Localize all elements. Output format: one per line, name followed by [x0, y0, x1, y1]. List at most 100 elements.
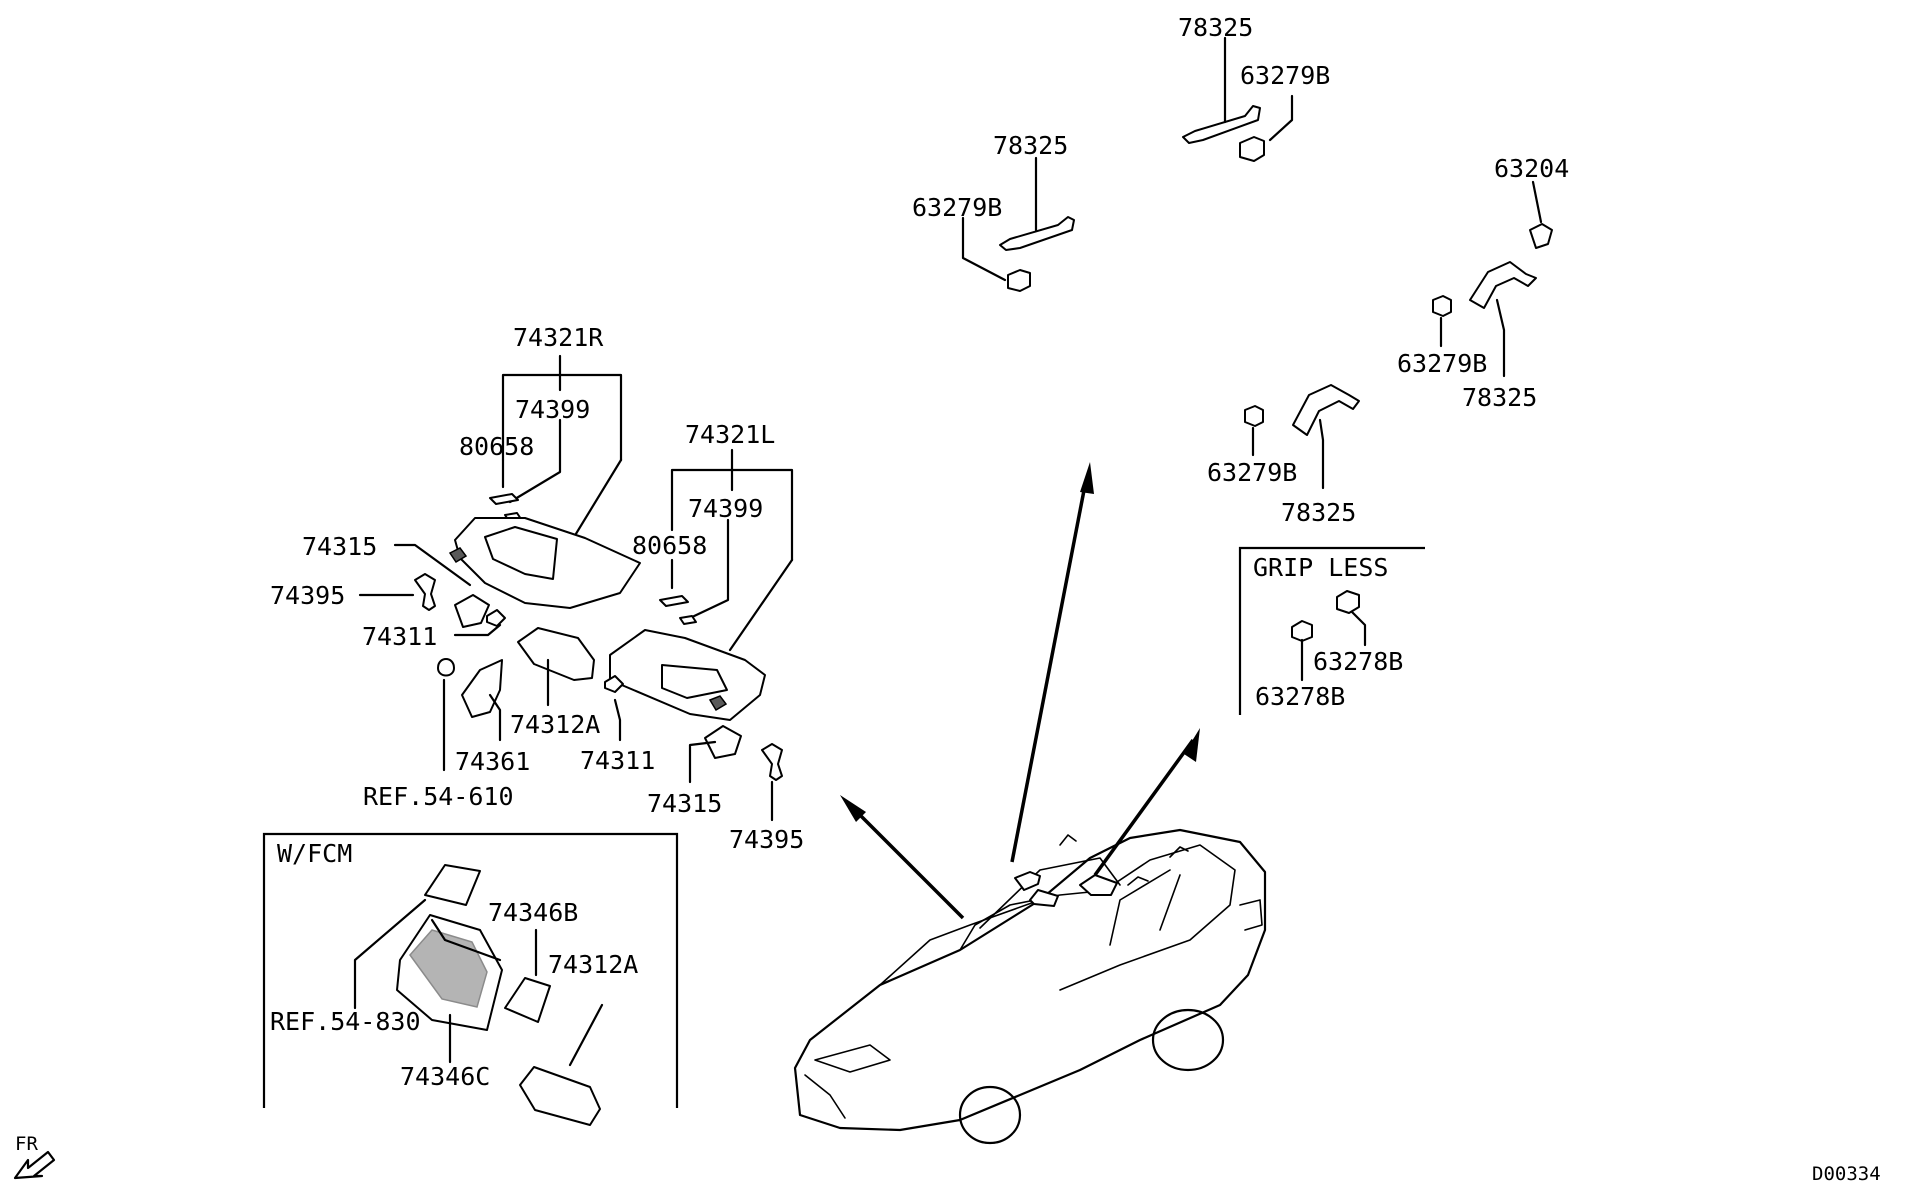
car-door-pillar [1159, 874, 1181, 931]
overhead-console-assembly[interactable] [396, 914, 503, 1031]
visor-clip[interactable] [604, 675, 624, 693]
car-roof-grip [1127, 876, 1149, 886]
leader-line [393, 543, 472, 587]
front-arrow-icon [13, 1150, 56, 1180]
car-roof-part-visor-left [1079, 874, 1118, 896]
label-74312a: 74312A [548, 950, 638, 979]
fr-label: FR [15, 1133, 38, 1155]
label-78325: 78325 [1462, 383, 1537, 412]
label-ref-54-610: REF.54-610 [363, 782, 514, 811]
grip-bolt[interactable] [1239, 136, 1265, 162]
car-roof-part-mirror [1029, 889, 1059, 907]
inner-rearview-mirror[interactable] [519, 1066, 601, 1126]
car-side-window-line [1059, 844, 1236, 991]
leader-line [508, 418, 562, 504]
car-windshield-base [959, 889, 1111, 951]
leader-line [961, 216, 1007, 282]
visor-screw[interactable] [414, 573, 436, 611]
grip-less-section: GRIP LESS 63278B 63278B [1238, 546, 1425, 715]
label-78325: 78325 [1281, 498, 1356, 527]
assist-grip-handle[interactable] [999, 216, 1075, 251]
leader-line [488, 693, 502, 742]
console-cover[interactable] [461, 659, 503, 718]
leader-line [453, 623, 502, 637]
label-74321l: 74321L [685, 420, 775, 449]
leader-line [568, 1003, 604, 1067]
visor-screw[interactable] [761, 743, 783, 781]
leader-line [688, 740, 717, 784]
assist-grip-handle[interactable] [1469, 261, 1537, 309]
visor-label-plate [659, 595, 689, 607]
grip-less-box-border [1238, 546, 1425, 715]
assist-grip-handle[interactable] [1292, 384, 1360, 436]
visor-holder[interactable] [704, 725, 742, 759]
diagram-code: D00334 [1812, 1163, 1881, 1185]
assist-grip-handle[interactable] [1182, 105, 1261, 144]
overhead-mirror-assembly[interactable] [517, 627, 595, 681]
car-body-outline [793, 828, 1267, 1132]
vanity-mirror-left [661, 664, 728, 699]
label-80658: 80658 [632, 531, 707, 560]
sun-visor-right-group: 74321R 74399 80658 74315 74395 74311 743… [270, 323, 641, 811]
w-fcm-section: W/FCM 74346B 74312A REF.54-830 74346C [262, 832, 679, 1126]
car-hood-line [879, 899, 1041, 986]
leader-line [728, 558, 794, 652]
label-74315: 74315 [302, 532, 377, 561]
grip-bolt[interactable] [1244, 405, 1264, 427]
vehicle-illustration [793, 828, 1267, 1145]
car-bumper-line [804, 1074, 846, 1119]
label-74311: 74311 [362, 622, 437, 651]
label-63279b: 63279B [1207, 458, 1297, 487]
grip-handle-group: 78325 63279B 78325 63279B 63204 63279B 7… [912, 13, 1569, 527]
label-63278b: 63278B [1255, 682, 1345, 711]
grip-cap[interactable] [1336, 590, 1360, 614]
visor-holder[interactable] [454, 594, 490, 628]
label-ref-54-830: REF.54-830 [270, 1007, 421, 1036]
leader-line [1350, 610, 1367, 647]
label-63279b: 63279B [1240, 61, 1330, 90]
label-74361: 74361 [455, 747, 530, 776]
leader-line [1318, 418, 1325, 490]
label-74399: 74399 [688, 494, 763, 523]
w-fcm-title: W/FCM [277, 839, 352, 868]
label-74321r: 74321R [513, 323, 604, 352]
visor-label-plate [489, 493, 519, 505]
grip-bolt[interactable] [1432, 295, 1452, 317]
car-roof-grip [1169, 846, 1189, 858]
label-78325: 78325 [1178, 13, 1253, 42]
label-74346b: 74346B [488, 898, 578, 927]
leader-line [1268, 94, 1294, 142]
grip-clip[interactable] [1529, 223, 1553, 249]
label-74346c: 74346C [400, 1062, 490, 1091]
front-direction-indicator: FR [13, 1133, 56, 1180]
car-roof-grip [1059, 834, 1077, 846]
fcm-cover [424, 864, 481, 906]
callout-arrow [1093, 738, 1195, 877]
w-fcm-box-border [262, 832, 679, 1108]
label-74311: 74311 [580, 746, 655, 775]
grip-bolt[interactable] [1007, 269, 1031, 292]
leader-line [688, 518, 730, 620]
label-74399: 74399 [515, 395, 590, 424]
car-windshield [979, 857, 1121, 929]
label-78325: 78325 [993, 131, 1068, 160]
leader-line [613, 698, 622, 742]
roof-lamp-cap [437, 658, 455, 677]
leader-line [430, 918, 502, 962]
label-63204: 63204 [1494, 154, 1569, 183]
label-74315: 74315 [647, 789, 722, 818]
visor-clip[interactable] [486, 609, 506, 627]
car-taillight [1239, 899, 1263, 931]
car-door-pillar [1109, 869, 1171, 946]
visor-ticket-holder [679, 615, 697, 625]
leader-line [1495, 298, 1506, 378]
grip-cap[interactable] [1291, 620, 1313, 642]
label-63279b: 63279B [1397, 349, 1487, 378]
console-bracket[interactable] [504, 977, 551, 1023]
label-74312a: 74312A [510, 710, 600, 739]
car-headlight [814, 1044, 891, 1073]
car-rear-wheel [1151, 1008, 1225, 1072]
grip-less-title: GRIP LESS [1253, 553, 1388, 582]
